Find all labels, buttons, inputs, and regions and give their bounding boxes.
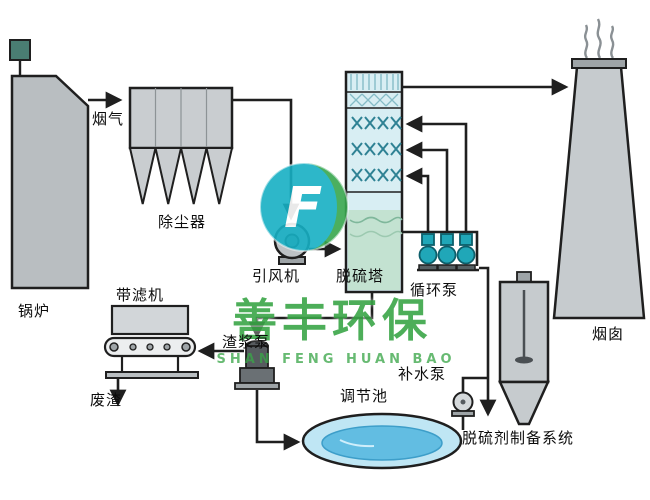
water-pump-shape [451,391,475,417]
label-dust-collector: 除尘器 [158,213,207,231]
prep-system-shape [498,271,550,426]
boiler-stack [9,39,31,61]
pipe-to-prep-system [479,266,497,417]
smoke [583,18,615,59]
regulation-tank-shape [301,412,463,470]
pipe-waterpump-up [461,376,488,392]
dust-collector-shape [128,86,234,205]
pipe-to-pool [255,390,301,451]
label-circulation-pump: 循环泵 [410,281,459,299]
tower-spray-layers [351,116,402,182]
circulation-pumps-shape [418,233,476,271]
desulfurization-tower-shape [344,70,404,294]
boiler-shape [9,39,90,290]
pipe-discharge-3 [405,115,468,233]
pipe-dustcollector-to-fan [232,98,300,221]
id-fan-shape [273,222,311,265]
slurry-pump-shape [234,340,280,390]
pipe-discharge-2 [405,141,449,233]
label-waste-residue: 废渣 [90,391,123,409]
belt-filter-shape [103,304,199,379]
pipe-tower-to-slurry-pump [248,292,374,339]
label-desulfurization-tower: 脱硫塔 [336,267,385,285]
label-water-supply-pump: 补水泵 [398,365,447,383]
label-chimney: 烟囱 [592,325,625,343]
chimney-shape [552,18,646,320]
label-regulation-tank: 调节池 [340,387,389,405]
tower-top-hatch [350,74,399,90]
tower-liquid [348,210,400,290]
label-belt-filter: 带滤机 [116,286,165,304]
label-id-fan: 引风机 [252,267,301,285]
label-prep-system: 脱硫剂制备系统 [462,429,575,447]
pipe-discharge-1 [405,167,430,233]
tower-demister-hatch [349,93,399,107]
agitator-blade [515,356,533,364]
label-slurry-pump: 渣浆泵 [222,333,271,351]
label-boiler: 锅炉 [18,302,51,320]
label-flue-gas: 烟气 [92,110,125,128]
